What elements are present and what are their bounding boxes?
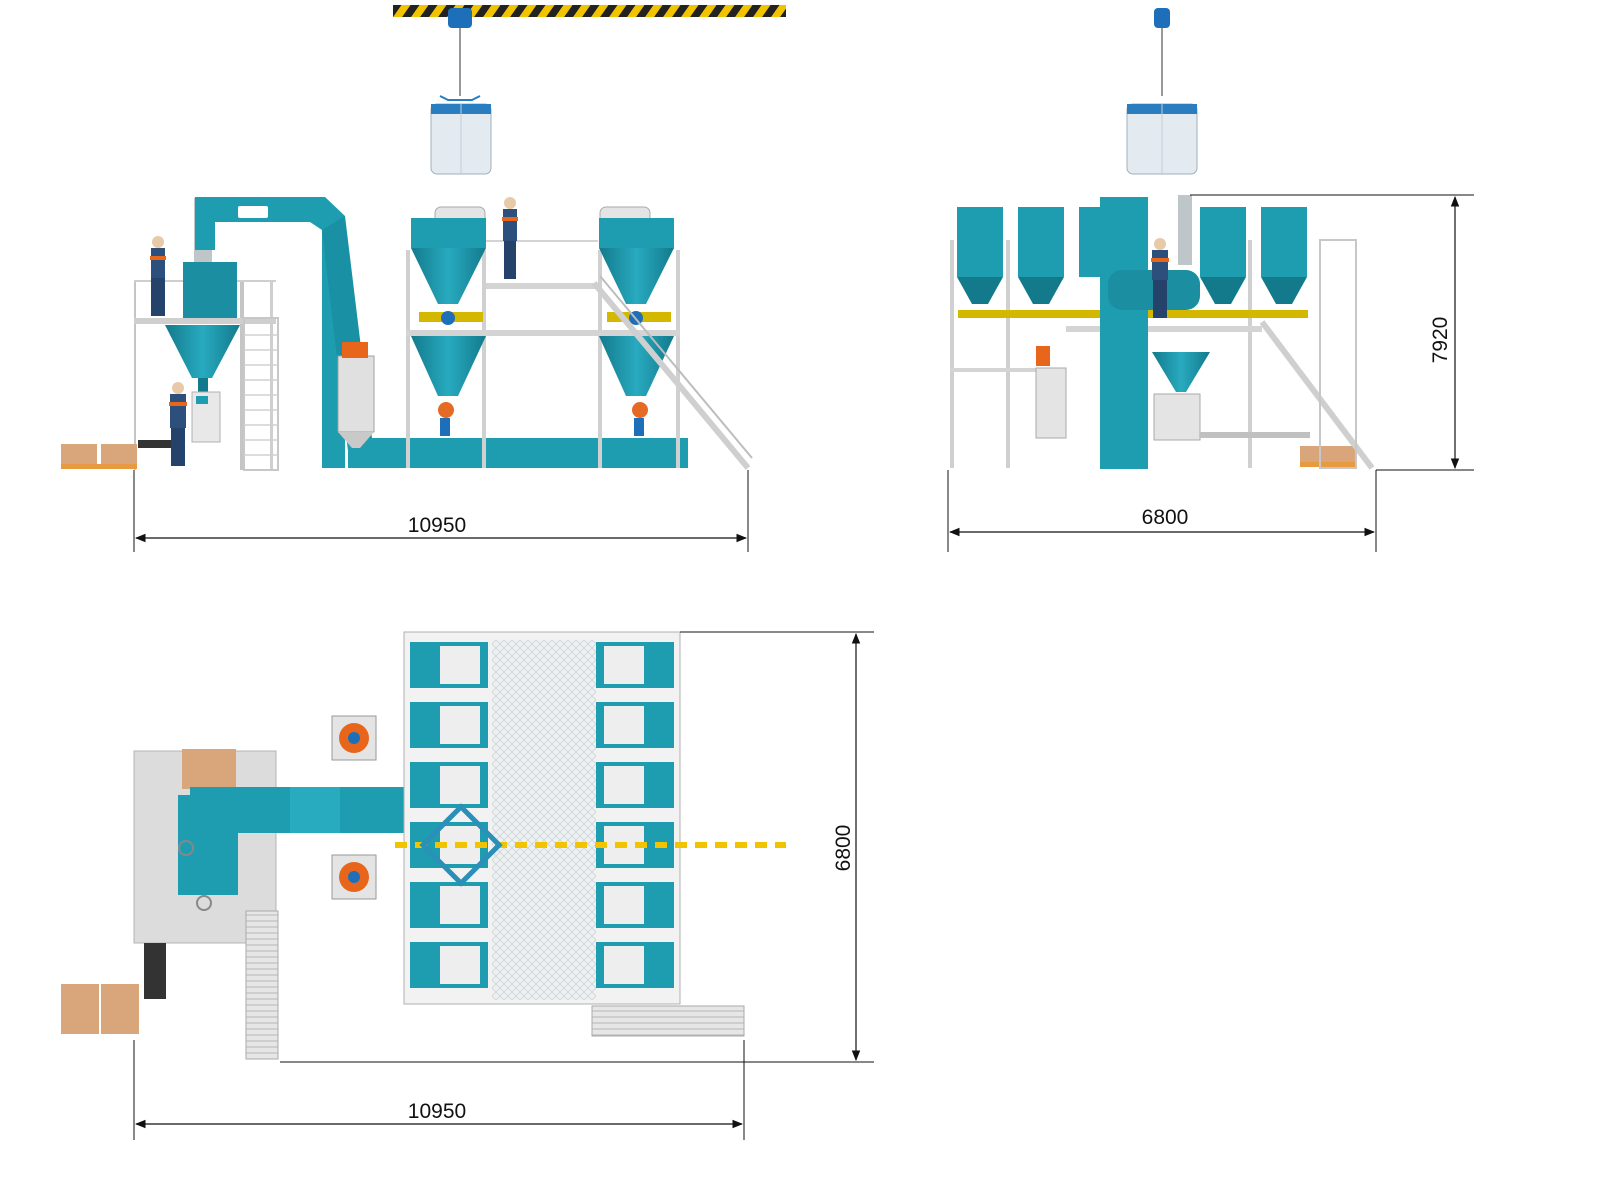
silo-row [957, 207, 1308, 318]
plan-view: 6800 10950 [61, 631, 874, 1140]
logo-badge [1154, 338, 1184, 350]
crane-rail-hazard [393, 5, 786, 17]
pallet-left-1 [61, 444, 97, 466]
worker-icon [502, 197, 518, 279]
dust-collector [331, 854, 377, 900]
dimension-plan-depth: 6800 [280, 631, 874, 1063]
plan-width-label: 10950 [408, 1100, 466, 1123]
pallet-plan-2 [101, 984, 139, 1034]
hoist-icon [1154, 8, 1170, 28]
pallet-left-2 [101, 444, 137, 466]
worker-icon [1151, 238, 1169, 318]
hoist-icon [448, 8, 472, 28]
silo-structure-front [406, 197, 753, 470]
pallet-plan-1 [61, 984, 99, 1034]
dust-collector [331, 715, 377, 761]
worker-icon [169, 382, 187, 466]
side-width-label: 6800 [1142, 506, 1189, 529]
front-view: 10950 [61, 5, 786, 552]
side-view: 6800 7920 [947, 8, 1474, 552]
big-bag-front [430, 95, 492, 175]
dimension-side-height: 7920 [1190, 194, 1474, 471]
plan-depth-label: 6800 [832, 825, 855, 872]
left-platform [61, 198, 279, 471]
dimension-side-width: 6800 [947, 470, 1377, 552]
big-bag-side [1126, 103, 1198, 175]
front-width-label: 10950 [408, 514, 466, 537]
logo-badge [238, 206, 268, 218]
side-height-label: 7920 [1429, 317, 1452, 364]
worker-icon [150, 236, 166, 316]
dimension-plan-width: 10950 [133, 1040, 745, 1140]
pallet-side [1300, 446, 1356, 464]
inclined-conveyor [195, 197, 688, 468]
dimension-front-width: 10950 [133, 470, 749, 552]
